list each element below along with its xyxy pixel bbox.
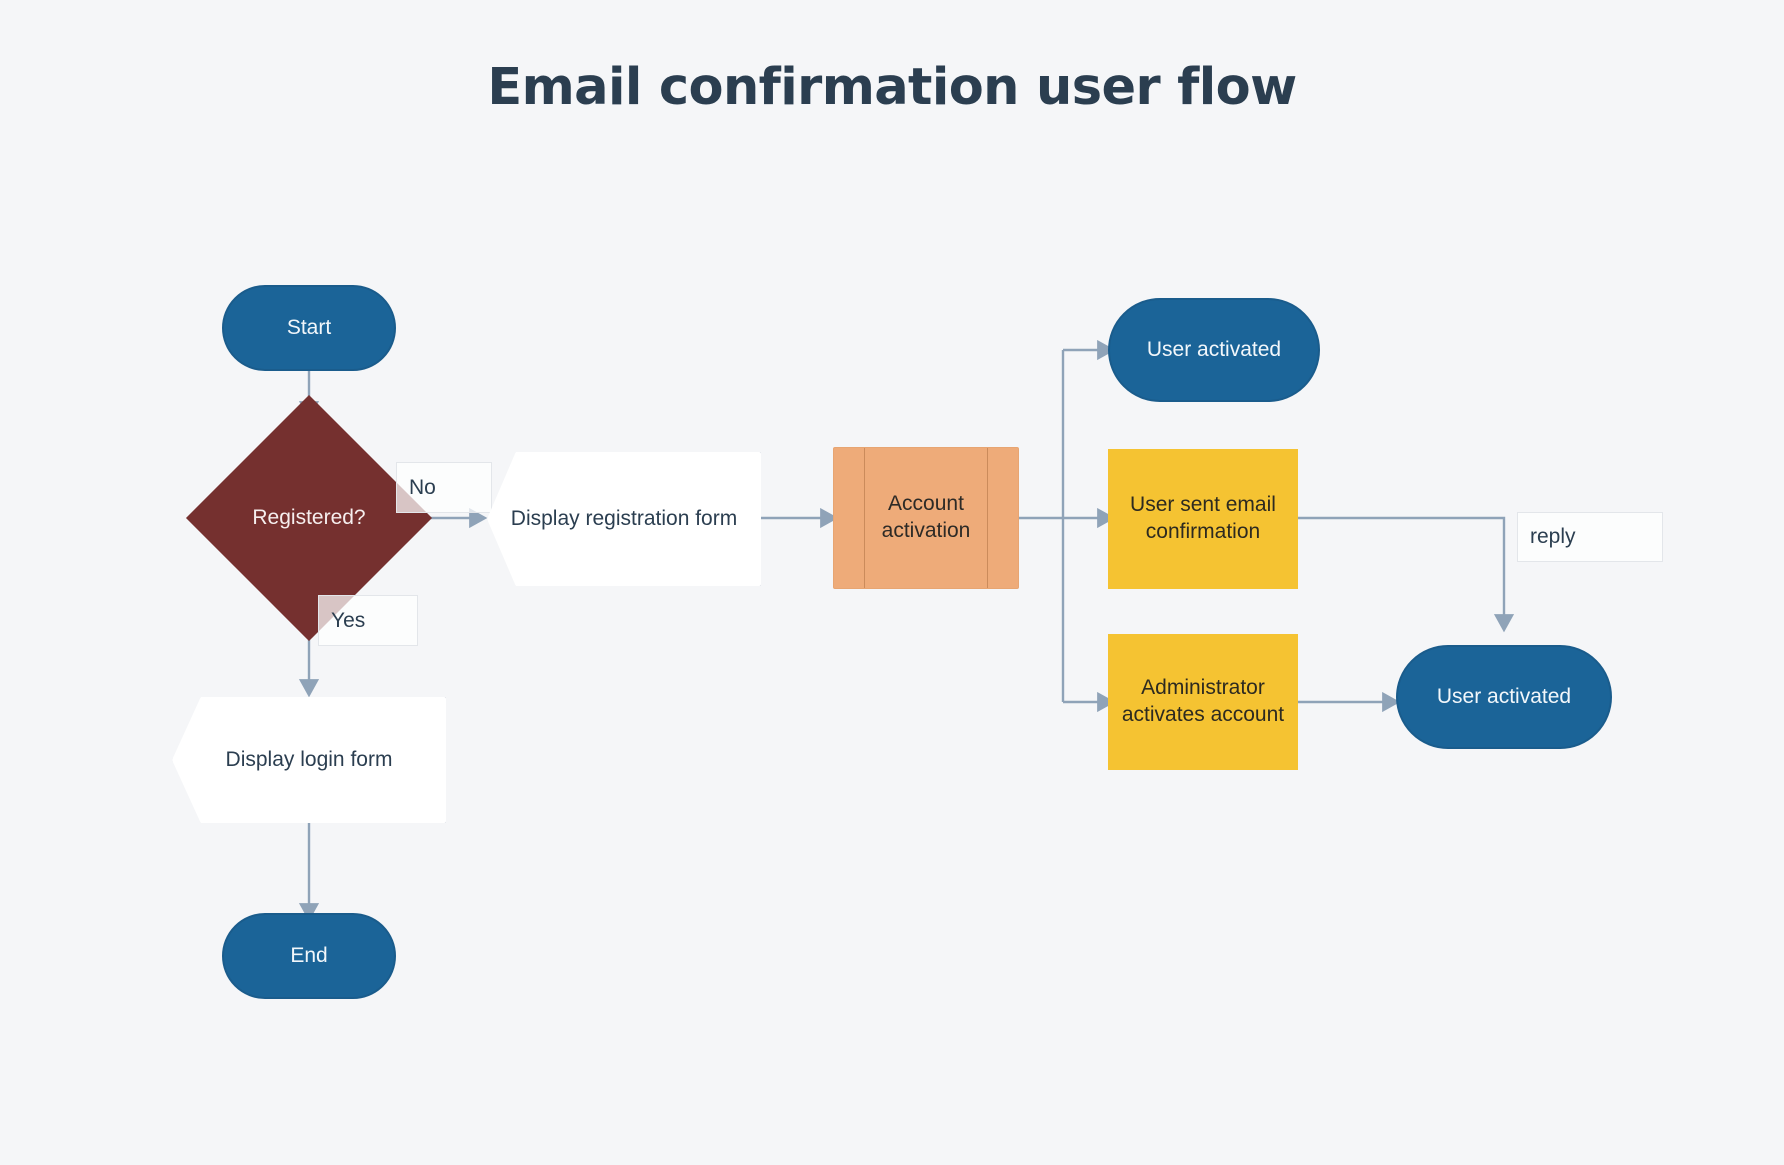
node-user-activated-top-label: User activated <box>1146 337 1282 361</box>
node-user-sent-email-line1: User sent email <box>1130 493 1276 517</box>
edge-user-sent-email-to-user-activated-bottom <box>1297 516 1515 633</box>
node-administrator-line1: Administrator <box>1141 676 1265 700</box>
node-administrator-line2: activates account <box>1121 703 1285 726</box>
edge-label-reply-text: reply <box>1530 525 1576 548</box>
edge-label-yes: Yes <box>318 595 418 646</box>
node-registered-label: Registered? <box>252 506 366 529</box>
edge-label-reply: reply <box>1517 512 1663 562</box>
node-display-login-form[interactable]: Display login form <box>172 697 446 823</box>
node-account-activation-line1: Account <box>888 492 964 516</box>
node-account-activation[interactable]: Account activation <box>833 447 1019 589</box>
node-user-sent-email-line2: confirmation <box>1145 520 1261 543</box>
node-user-activated-top[interactable]: User activated <box>1108 298 1320 402</box>
node-display-login-form-label: Display login form <box>225 747 393 771</box>
node-account-activation-label: Account activation <box>876 491 977 545</box>
node-user-sent-email-confirmation[interactable]: User sent email confirmation <box>1108 449 1298 589</box>
node-display-registration-form[interactable]: Display registration form <box>487 452 761 586</box>
node-display-registration-form-label: Display registration form <box>510 506 738 530</box>
page-title: Email confirmation user flow <box>487 58 1297 117</box>
node-account-activation-line2: activation <box>881 519 971 542</box>
edge-label-no-text: No <box>409 475 436 499</box>
node-registered-decision[interactable]: Registered? <box>185 394 433 642</box>
node-start[interactable]: Start <box>222 285 396 371</box>
subroutine-right-bar <box>987 448 988 588</box>
edge-label-no: No <box>396 462 492 513</box>
node-user-sent-email-confirmation-label: User sent email confirmation <box>1124 492 1282 546</box>
node-start-label: Start <box>286 315 332 339</box>
node-end-label: End <box>290 943 328 967</box>
node-user-activated-bottom-label: User activated <box>1436 684 1572 708</box>
node-user-activated-bottom[interactable]: User activated <box>1396 645 1612 749</box>
node-end[interactable]: End <box>222 913 396 999</box>
node-administrator-activates-account[interactable]: Administrator activates account <box>1108 634 1298 770</box>
node-administrator-activates-account-label: Administrator activates account <box>1116 675 1290 729</box>
edge-label-yes-text: Yes <box>331 608 366 632</box>
subroutine-left-bar <box>864 448 865 588</box>
